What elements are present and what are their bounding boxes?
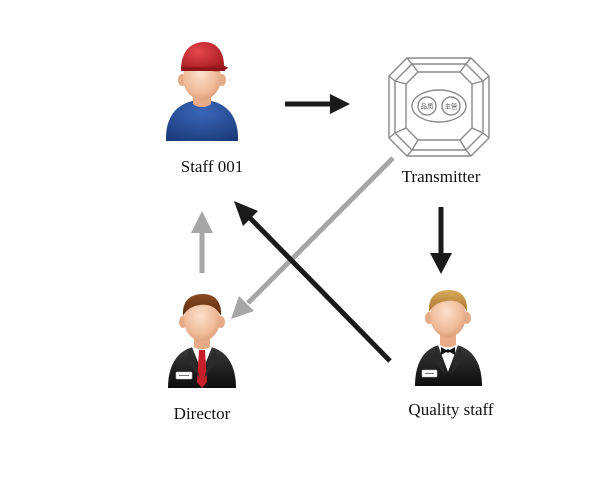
quality-staff-label: Quality staff (408, 400, 494, 419)
transmitter-label: Transmitter (401, 167, 481, 186)
director-avatar-icon (168, 294, 236, 388)
arrow-director-to-staff (191, 211, 213, 273)
arrow-transmitter-to-director (231, 156, 395, 319)
director-label: Director (173, 404, 231, 423)
arrow-transmitter-to-quality (430, 207, 452, 274)
staff-avatar-icon (166, 42, 238, 141)
arrow-staff-to-transmitter (285, 94, 350, 114)
transmitter-button-left-label: 品质 (421, 102, 435, 111)
transmitter-button-right-label: 主管 (445, 102, 459, 111)
quality-staff-avatar-icon (415, 290, 482, 386)
transmitter-device-icon (388, 57, 490, 157)
staff-label: Staff 001 (180, 157, 244, 176)
arrow-quality-to-staff (234, 201, 392, 363)
